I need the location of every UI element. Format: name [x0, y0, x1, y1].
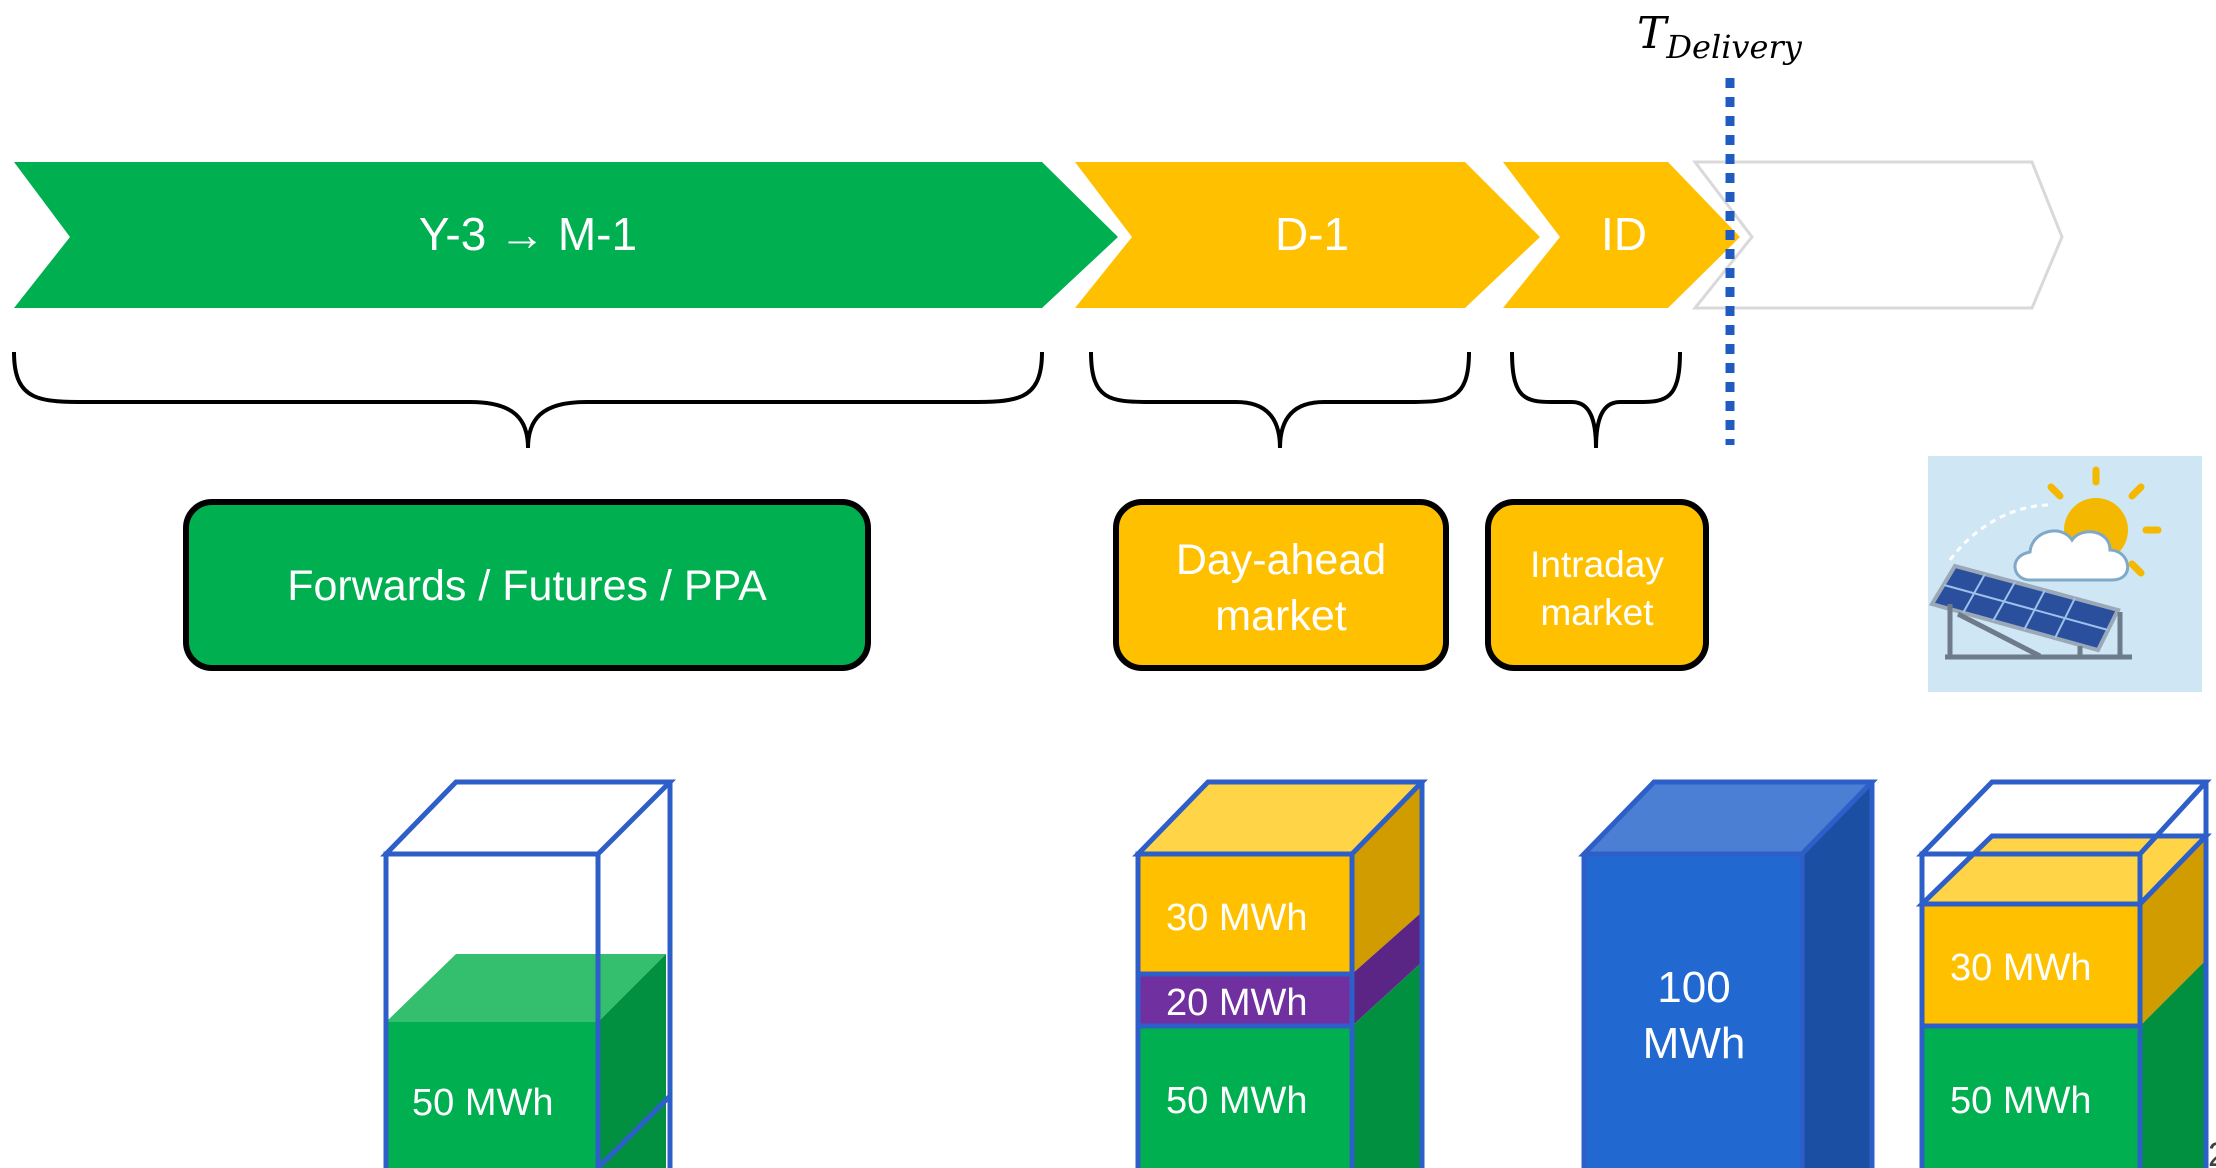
cloud-icon — [2013, 529, 2130, 582]
brace-forwards — [12, 351, 1044, 449]
chevron-intraday-label: ID — [1601, 208, 1647, 260]
intraday-box-line2: market — [1540, 592, 1654, 633]
box4-green-label: 50 MWh — [1950, 1080, 2091, 1122]
box2-green-label: 50 MWh — [1166, 1080, 1307, 1122]
volume-box-delivery: 100 MWh — [1578, 779, 1878, 1168]
box2-yellow-label: 30 MWh — [1166, 897, 1307, 939]
delivery-label-sub: Delivery — [1665, 28, 1802, 66]
day-ahead-box-line2: market — [1215, 592, 1346, 640]
chevron-day-ahead-label: D-1 — [1275, 208, 1349, 260]
forwards-box — [183, 499, 871, 671]
day-ahead-box — [1113, 499, 1449, 671]
solar-panel-sun-cloud-icon — [1928, 456, 2202, 692]
solar-panel-icon — [1928, 563, 2132, 660]
volume-box-result: 30 MWh 50 MWh — [1915, 779, 2212, 1168]
svg-text:TDelivery: TDelivery — [1637, 8, 1803, 66]
chevron-forwards-label: Y-3 → M-1 — [419, 208, 637, 260]
intraday-box-line1: Intraday — [1530, 544, 1664, 585]
box1-green-label: 50 MWh — [412, 1082, 553, 1124]
box3-label-line1: 100 — [1657, 963, 1730, 1012]
brace-day-ahead — [1089, 351, 1471, 449]
chevron-intraday — [1503, 162, 1740, 308]
box3-label-line2: MWh — [1643, 1019, 1746, 1068]
delivery-label-main: T — [1637, 8, 1670, 59]
chevron-after-delivery — [1691, 160, 2064, 310]
chevron-forwards — [14, 162, 1118, 308]
page-number: 2 — [2208, 1136, 2216, 1168]
box4-yellow-label: 30 MWh — [1950, 947, 2091, 989]
delivery-marker: TDelivery — [1637, 8, 1803, 445]
braces — [12, 351, 1682, 449]
volume-box-day-ahead: 30 MWh 20 MWh 50 MWh — [1132, 779, 1428, 1168]
box2-purple-label: 20 MWh — [1166, 982, 1307, 1024]
timeline: Y-3 → M-1 D-1 ID — [14, 160, 2064, 310]
intraday-box — [1485, 499, 1709, 671]
day-ahead-box-line1: Day-ahead — [1176, 536, 1386, 584]
volume-box-forwards: 50 MWh — [380, 779, 677, 1168]
brace-intraday — [1510, 351, 1682, 449]
chevron-day-ahead — [1075, 162, 1540, 308]
forwards-box-label: Forwards / Futures / PPA — [287, 562, 767, 610]
market-boxes: Forwards / Futures / PPA Day-ahead marke… — [183, 499, 1709, 671]
